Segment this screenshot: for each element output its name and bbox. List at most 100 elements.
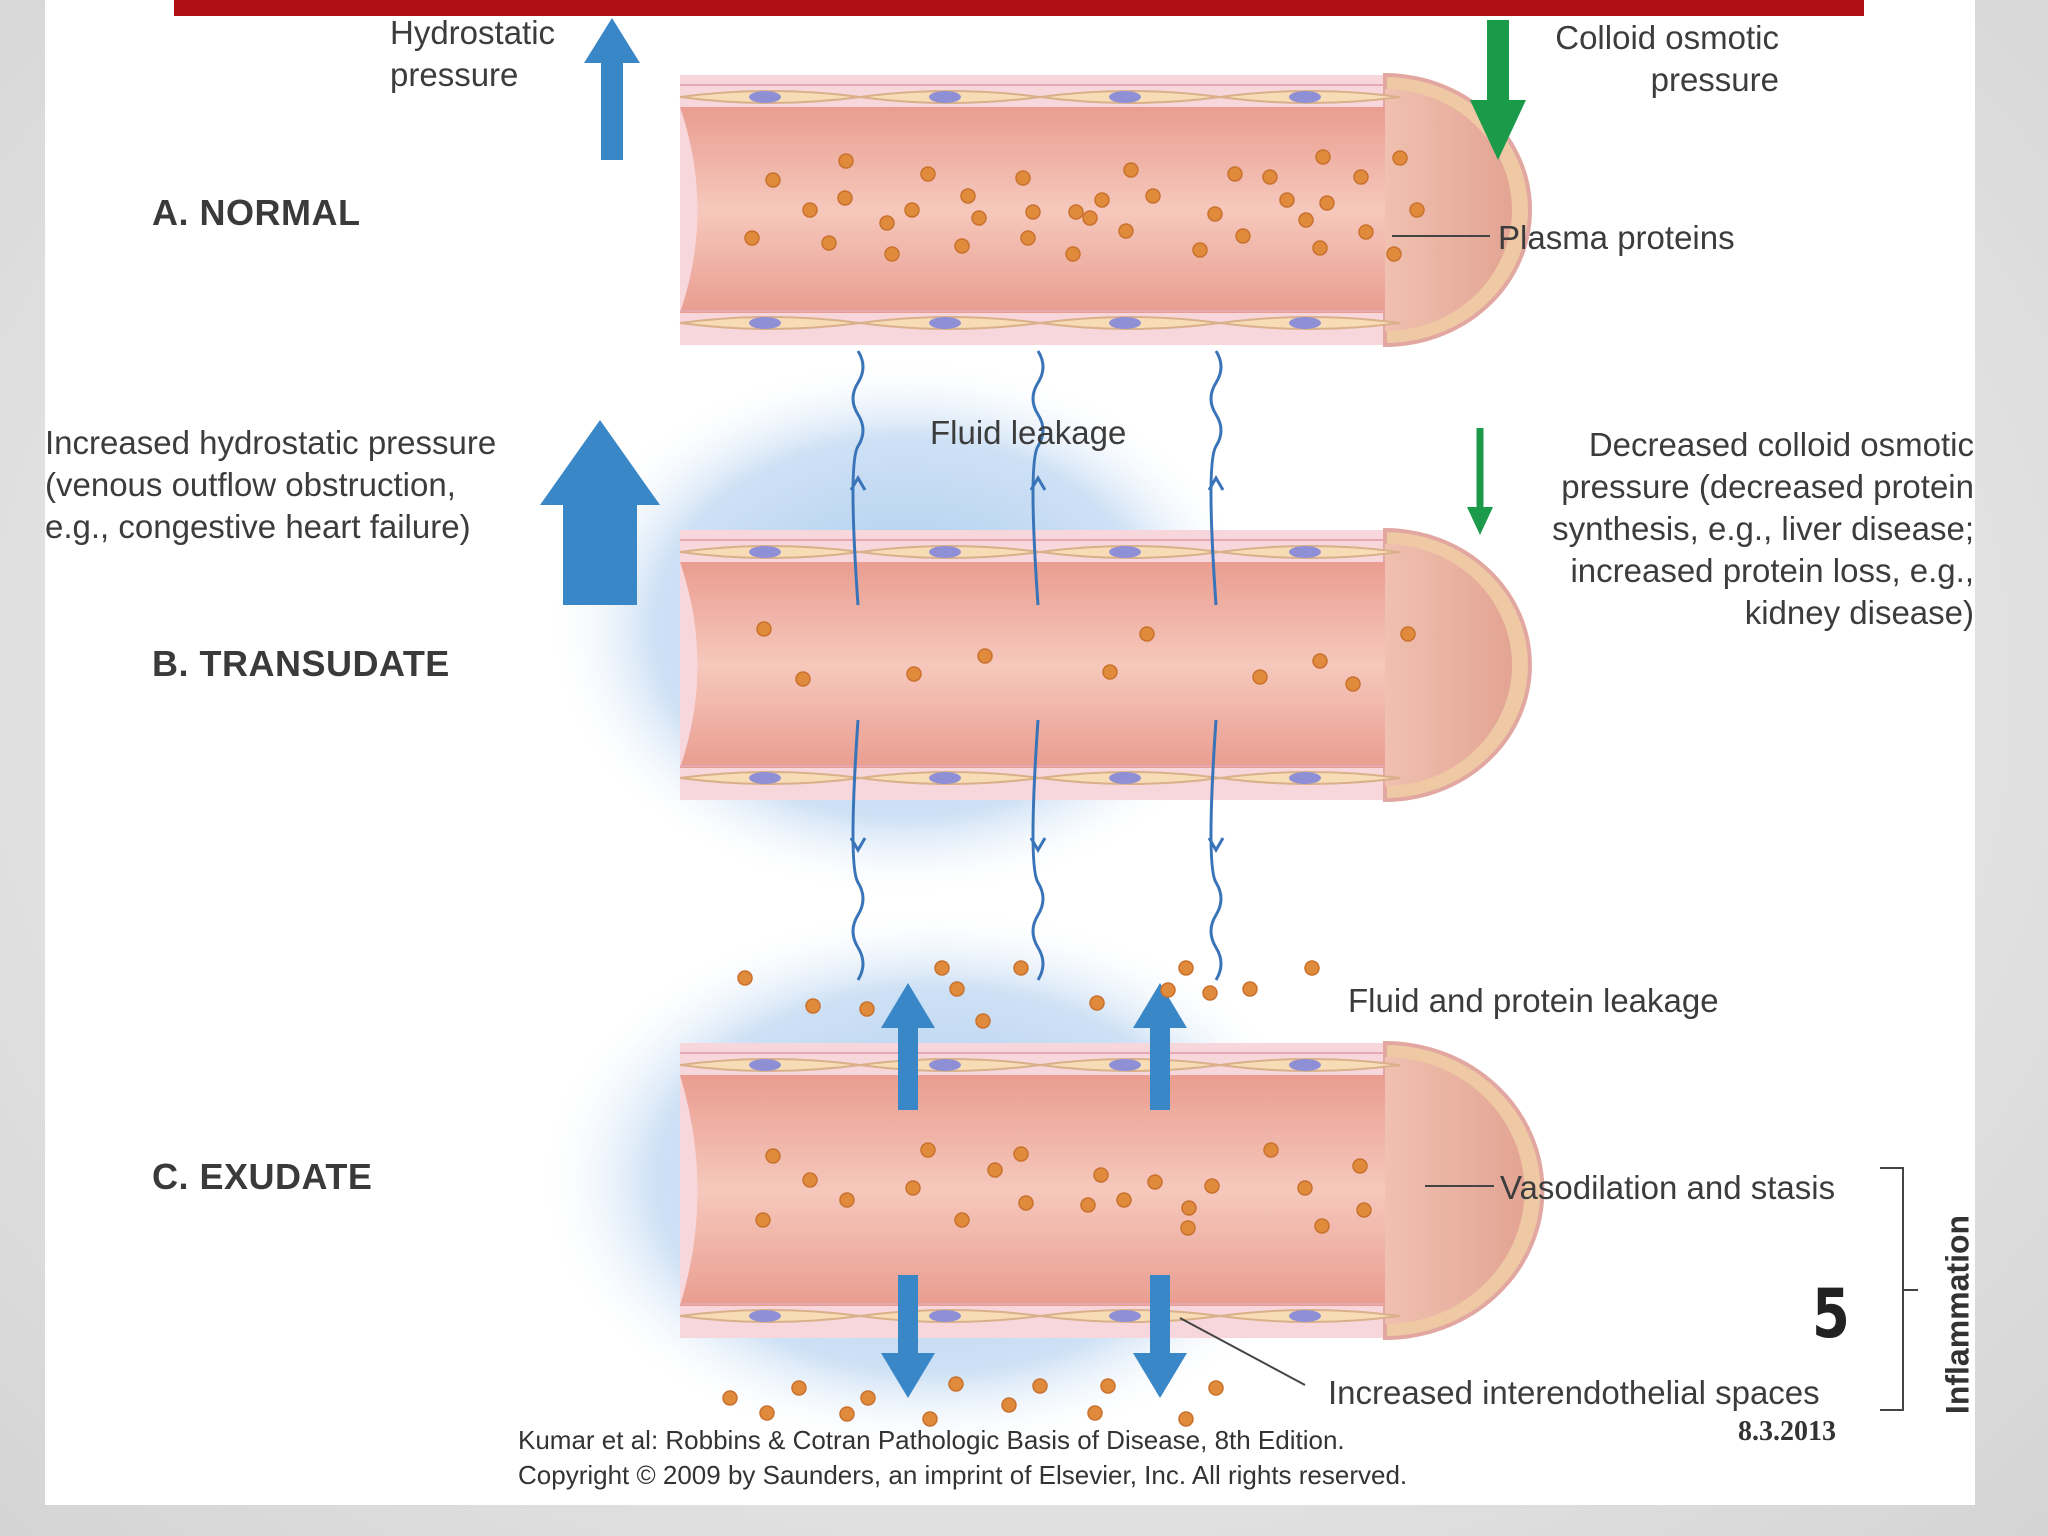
- increased-interendothelial-spaces-label: Increased interendothelial spaces: [1328, 1374, 1820, 1411]
- exudate-leakage-down-arrow: [881, 1275, 935, 1398]
- normal-lower-endothelium: [679, 310, 1401, 330]
- decreased-colloid-line-3: synthesis, e.g., liver disease;: [1552, 510, 1974, 547]
- slide-number: 5: [1812, 1275, 1850, 1354]
- protein-dot: [1065, 246, 1081, 262]
- cell-nucleus: [1109, 1310, 1141, 1322]
- cell-nucleus: [749, 91, 781, 103]
- cell-nucleus: [1289, 546, 1321, 558]
- protein-dot: [1102, 664, 1118, 680]
- cell-nucleus: [1289, 772, 1321, 784]
- protein-dot: [920, 166, 936, 182]
- protein-dot: [1147, 1174, 1163, 1190]
- protein-dot: [949, 981, 965, 997]
- protein-dot: [1304, 960, 1320, 976]
- caption-line-2: Copyright © 2009 by Saunders, an imprint…: [518, 1460, 1408, 1490]
- transudate-upper-endothelium: [679, 539, 1401, 559]
- decreased-colloid-line-5: kidney disease): [1744, 594, 1974, 631]
- cell-nucleus: [1109, 772, 1141, 784]
- colloid-label-line-2: pressure: [1650, 61, 1779, 98]
- protein-dot: [1279, 192, 1295, 208]
- protein-dot: [1319, 195, 1335, 211]
- protein-dot: [1262, 169, 1278, 185]
- protein-dot: [922, 1411, 938, 1427]
- protein-dot: [1082, 210, 1098, 226]
- slide-date: 8.3.2013: [1738, 1416, 1836, 1447]
- protein-dot: [1352, 1158, 1368, 1174]
- increased-hydrostatic-pressure-label: Increased hydrostatic pressure (venous o…: [45, 422, 496, 548]
- protein-dot: [1178, 960, 1194, 976]
- protein-dot: [1242, 981, 1258, 997]
- cell-nucleus: [749, 1310, 781, 1322]
- protein-dot: [1093, 1167, 1109, 1183]
- caption-line-1: Kumar et al: Robbins & Cotran Pathologic…: [518, 1425, 1345, 1455]
- protein-dot: [1116, 1192, 1132, 1208]
- protein-dot: [1094, 192, 1110, 208]
- protein-dot: [837, 190, 853, 206]
- title-accent-bar: [174, 0, 1864, 16]
- exudate-vessel-lumen: [680, 1075, 1385, 1306]
- protein-dot: [839, 1192, 855, 1208]
- protein-dot: [904, 202, 920, 218]
- transudate-vessel-end-inner: [1385, 544, 1512, 786]
- fluid-and-protein-leakage-label: Fluid and protein leakage: [1348, 982, 1719, 1019]
- cell-nucleus: [929, 772, 961, 784]
- colloid-label-line-1: Colloid osmotic: [1555, 19, 1779, 56]
- protein-dot: [1145, 188, 1161, 204]
- protein-dot: [960, 188, 976, 204]
- protein-dot: [1013, 960, 1029, 976]
- protein-dot: [1409, 202, 1425, 218]
- cell-nucleus: [1289, 1059, 1321, 1071]
- fluid-leakage-down-arrow: [849, 719, 867, 981]
- protein-dot: [987, 1162, 1003, 1178]
- inflammation-bracket: [1880, 1167, 1918, 1411]
- decreased-colloid-line-4: increased protein loss, e.g.,: [1570, 552, 1974, 589]
- protein-dot: [755, 1212, 771, 1228]
- protein-dot: [1312, 240, 1328, 256]
- protein-dot: [954, 238, 970, 254]
- colloid-osmotic-pressure-label: Colloid osmotic pressure: [1555, 17, 1779, 101]
- section-title-transudate: B. TRANSUDATE: [152, 643, 450, 684]
- protein-dot: [1160, 982, 1176, 998]
- cell-nucleus: [749, 772, 781, 784]
- increased-hydrostatic-arrow: [540, 420, 660, 605]
- hydrostatic-arrow: [584, 18, 640, 160]
- protein-dot: [1263, 1142, 1279, 1158]
- protein-dot: [1202, 985, 1218, 1001]
- cell-nucleus: [1289, 317, 1321, 329]
- protein-dot: [791, 1380, 807, 1396]
- decreased-colloid-line-2: pressure (decreased protein: [1561, 468, 1974, 505]
- protein-dot: [1025, 204, 1041, 220]
- protein-dot: [906, 666, 922, 682]
- cell-nucleus: [1289, 91, 1321, 103]
- protein-dot: [1314, 1218, 1330, 1234]
- cell-nucleus: [749, 317, 781, 329]
- protein-dot: [1123, 162, 1139, 178]
- exudate-vessel: [679, 1040, 1545, 1341]
- inflammation-label: Inflammation: [1939, 1214, 1976, 1415]
- protein-dot: [884, 246, 900, 262]
- fluid-leakage-down-arrow: [1029, 719, 1047, 981]
- protein-dot: [805, 998, 821, 1014]
- protein-dot: [1118, 223, 1134, 239]
- protein-dot: [1013, 1146, 1029, 1162]
- transudate-vessel-lumen: [680, 562, 1385, 768]
- protein-dot: [737, 970, 753, 986]
- protein-dot: [1068, 204, 1084, 220]
- protein-dot: [821, 235, 837, 251]
- vasodilation-and-stasis-label: Vasodilation and stasis: [1500, 1169, 1836, 1206]
- protein-dot: [1192, 242, 1208, 258]
- fluid-leakage-up-arrow: [1207, 350, 1225, 606]
- protein-dot: [1392, 150, 1408, 166]
- protein-dot: [948, 1376, 964, 1392]
- protein-dot: [1020, 230, 1036, 246]
- protein-dot: [1227, 166, 1243, 182]
- increased-hydrostatic-line-3: e.g., congestive heart failure): [45, 508, 471, 545]
- normal-upper-endothelium: [679, 84, 1401, 104]
- protein-dot: [838, 153, 854, 169]
- protein-dot: [1400, 626, 1416, 642]
- cell-nucleus: [929, 317, 961, 329]
- protein-dot: [1252, 669, 1268, 685]
- protein-dot: [859, 1001, 875, 1017]
- protein-dot: [802, 202, 818, 218]
